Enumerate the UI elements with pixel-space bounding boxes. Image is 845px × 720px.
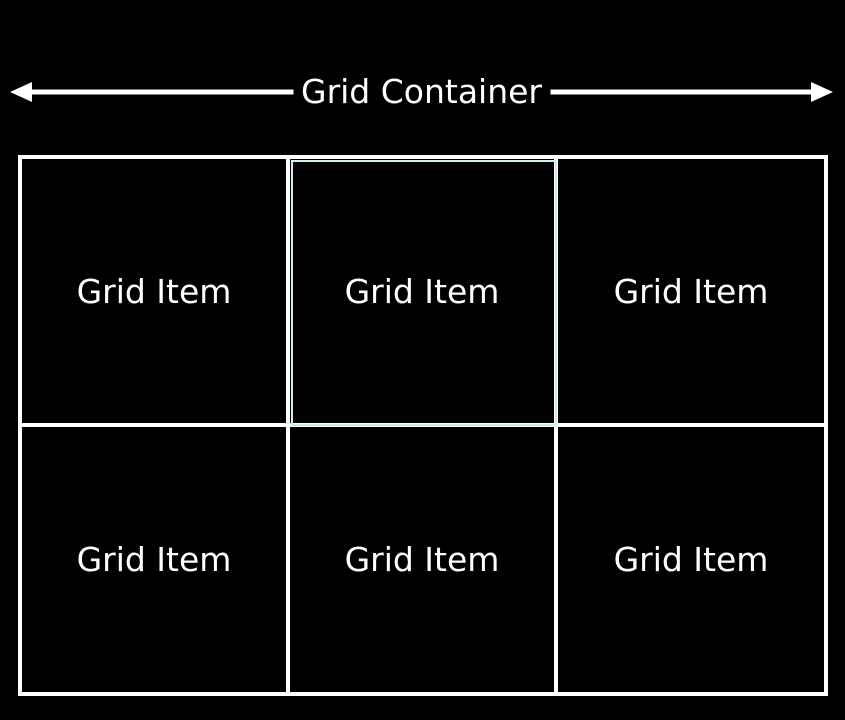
- grid-item-5: Grid Item: [290, 427, 558, 692]
- grid-item-label: Grid Item: [76, 271, 232, 311]
- grid-item-label: Grid Item: [76, 540, 232, 579]
- grid-container: Grid Item Grid Item Grid Item Grid Item …: [18, 155, 828, 696]
- grid-item-6: Grid Item: [558, 427, 824, 692]
- grid-item-label: Grid Item: [344, 271, 500, 311]
- grid-item-label: Grid Item: [344, 540, 500, 579]
- grid-item-1: Grid Item: [22, 159, 290, 427]
- grid-item-label: Grid Item: [613, 540, 769, 579]
- grid-item-4: Grid Item: [22, 427, 290, 692]
- grid-item-label: Grid Item: [613, 271, 769, 311]
- grid-item-2: Grid Item: [290, 159, 558, 427]
- grid-container-width-indicator: Grid Container: [10, 72, 833, 112]
- grid-item-3: Grid Item: [558, 159, 824, 427]
- grid-container-label: Grid Container: [292, 72, 551, 112]
